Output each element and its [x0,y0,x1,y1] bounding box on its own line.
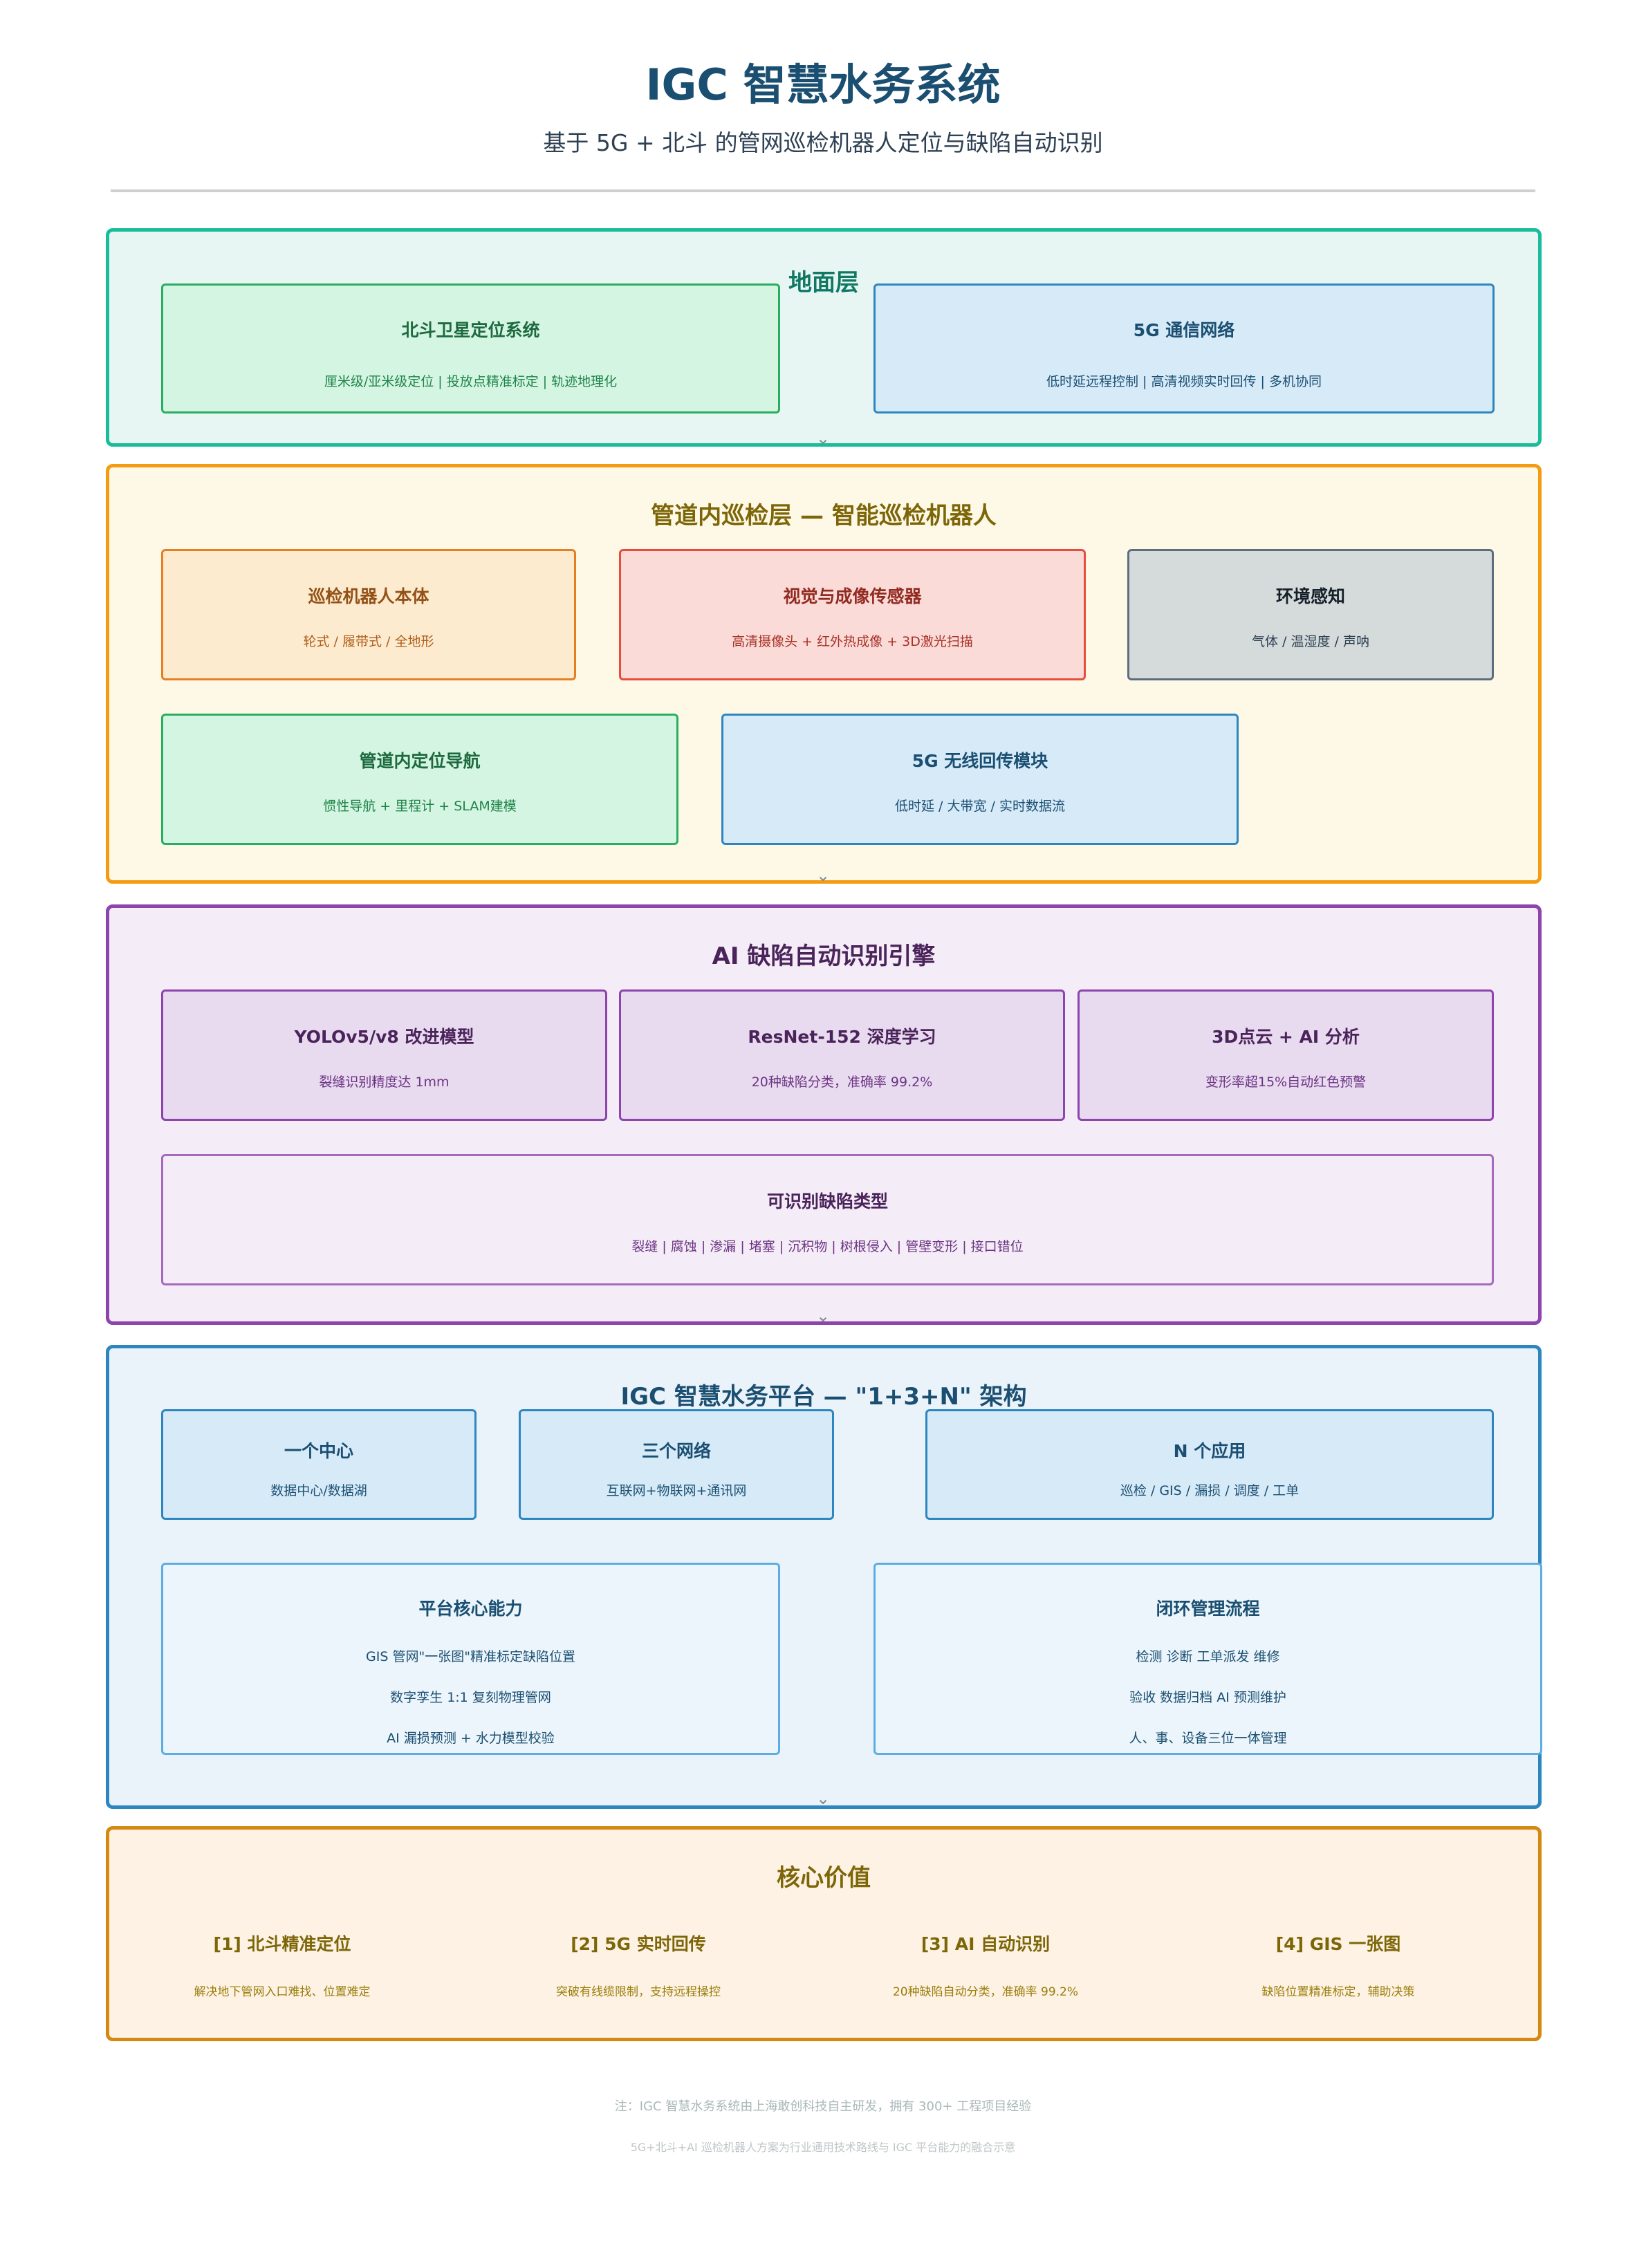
pointcloud-box: 3D点云 + AI 分析 变形率超15%自动红色预警 [1078,989,1494,1121]
core-capability-box: 平台核心能力 GIS 管网"一张图"精准标定缺陷位置 数字孪生 1:1 复刻物理… [161,1563,780,1755]
pipe-navigation-box: 管道内定位导航 惯性导航 + 里程计 + SLAM建模 [161,714,678,845]
closed-loop-title: 闭环管理流程 [1156,1599,1260,1619]
resnet-desc: 20种缺陷分类，准确率 99.2% [751,1075,933,1090]
yolo-model-desc: 裂缝识别精度达 1mm [319,1075,450,1090]
n-apps-title: N 个应用 [1173,1441,1246,1461]
closed-loop-box: 闭环管理流程 检测 诊断 工单派发 维修 验收 数据归档 AI 预测维护 人、事… [873,1563,1542,1755]
data-center-box: 一个中心 数据中心/数据湖 [161,1409,477,1520]
g5-network-title: 5G 通信网络 [1133,320,1235,340]
pipe-layer: 管道内巡检层 — 智能巡检机器人 巡检机器人本体 轮式 / 履带式 / 全地形 … [106,464,1542,884]
robot-body-desc: 轮式 / 履带式 / 全地形 [303,634,434,649]
n-apps-box: N 个应用 巡检 / GIS / 漏损 / 调度 / 工单 [925,1409,1494,1520]
ai-layer: AI 缺陷自动识别引擎 YOLOv5/v8 改进模型 裂缝识别精度达 1mm R… [106,904,1542,1325]
value-item-title: [4] GIS 一张图 [1275,1934,1401,1954]
yolo-model-title: YOLOv5/v8 改进模型 [294,1027,474,1047]
wireless-module-desc: 低时延 / 大带宽 / 实时数据流 [895,799,1065,814]
chevron-down-icon: ⌄ [815,429,831,448]
value-item-desc: 20种缺陷自动分类，准确率 99.2% [892,1985,1079,1999]
vision-sensor-title: 视觉与成像传感器 [783,586,922,606]
wireless-module-box: 5G 无线回传模块 低时延 / 大带宽 / 实时数据流 [721,714,1239,845]
pointcloud-desc: 变形率超15%自动红色预警 [1205,1075,1367,1090]
environment-sensing-title: 环境感知 [1275,586,1345,606]
three-networks-desc: 互联网+物联网+通讯网 [606,1483,747,1498]
pipe-layer-title: 管道内巡检层 — 智能巡检机器人 [651,502,997,530]
robot-body-box: 巡检机器人本体 轮式 / 履带式 / 全地形 [161,549,576,680]
beidou-title: 北斗卫星定位系统 [401,320,540,340]
robot-body-title: 巡检机器人本体 [308,586,429,606]
page-subtitle: 基于 5G + 北斗 的管网巡检机器人定位与缺陷自动识别 [543,129,1103,156]
three-networks-box: 三个网络 互联网+物联网+通讯网 [519,1409,834,1520]
core-capability-line: GIS 管网"一张图"精准标定缺陷位置 [366,1649,575,1664]
value-layer: 核心价值 [1] 北斗精准定位 解决地下管网入口难找、位置难定 [2] 5G 实… [106,1826,1542,2041]
pointcloud-title: 3D点云 + AI 分析 [1212,1027,1360,1047]
ground-layer-title: 地面层 [788,269,859,297]
closed-loop-line: 检测 诊断 工单派发 维修 [1136,1649,1280,1664]
chevron-down-icon: ⌄ [815,1306,831,1326]
core-capability-line: 数字孪生 1:1 复刻物理管网 [390,1690,551,1705]
defect-types-desc: 裂缝 | 腐蚀 | 渗漏 | 堵塞 | 沉积物 | 树根侵入 | 管壁变形 | … [631,1239,1024,1254]
yolo-model-box: YOLOv5/v8 改进模型 裂缝识别精度达 1mm [161,989,607,1121]
resnet-box: ResNet-152 深度学习 20种缺陷分类，准确率 99.2% [619,989,1065,1121]
value-layer-title: 核心价值 [777,1864,871,1892]
value-item-desc: 解决地下管网入口难找、位置难定 [194,1985,371,1999]
value-item-title: [2] 5G 实时回传 [571,1934,706,1954]
page-title: IGC 智慧水务系统 [645,59,1001,110]
data-center-title: 一个中心 [284,1441,353,1461]
g5-network-box: 5G 通信网络 低时延远程控制 | 高清视频实时回传 | 多机协同 [873,284,1495,413]
core-capability-title: 平台核心能力 [418,1599,523,1619]
ai-layer-title: AI 缺陷自动识别引擎 [712,942,936,970]
footnote: 5G+北斗+AI 巡检机器人方案为行业通用技术路线与 IGC 平台能力的融合示意 [630,2141,1016,2154]
data-center-desc: 数据中心/数据湖 [270,1483,367,1498]
value-item-desc: 缺陷位置精准标定，辅助决策 [1261,1985,1415,1999]
platform-layer: IGC 智慧水务平台 — "1+3+N" 架构 一个中心 数据中心/数据湖 三个… [106,1345,1542,1809]
beidou-box: 北斗卫星定位系统 厘米级/亚米级定位 | 投放点精准标定 | 轨迹地理化 [161,284,780,413]
value-item-title: [3] AI 自动识别 [921,1934,1051,1954]
n-apps-desc: 巡检 / GIS / 漏损 / 调度 / 工单 [1120,1483,1300,1498]
g5-network-desc: 低时延远程控制 | 高清视频实时回传 | 多机协同 [1046,374,1322,389]
resnet-title: ResNet-152 深度学习 [748,1027,936,1047]
beidou-desc: 厘米级/亚米级定位 | 投放点精准标定 | 轨迹地理化 [324,374,618,389]
header-divider [111,189,1535,192]
vision-sensor-desc: 高清摄像头 + 红外热成像 + 3D激光扫描 [732,634,973,649]
value-item-title: [1] 北斗精准定位 [213,1934,351,1954]
defect-types-title: 可识别缺陷类型 [766,1191,888,1211]
value-item-desc: 突破有线缆限制，支持远程操控 [556,1985,721,1999]
environment-sensing-desc: 气体 / 温湿度 / 声呐 [1252,634,1369,649]
defect-types-box: 可识别缺陷类型 裂缝 | 腐蚀 | 渗漏 | 堵塞 | 沉积物 | 树根侵入 |… [161,1154,1494,1285]
ground-layer: 地面层 北斗卫星定位系统 厘米级/亚米级定位 | 投放点精准标定 | 轨迹地理化… [106,228,1542,447]
vision-sensor-box: 视觉与成像传感器 高清摄像头 + 红外热成像 + 3D激光扫描 [619,549,1086,680]
core-capability-line: AI 漏损预测 + 水力模型校验 [387,1731,555,1746]
closed-loop-line: 人、事、设备三位一体管理 [1129,1731,1287,1746]
wireless-module-title: 5G 无线回传模块 [912,751,1048,771]
closed-loop-line: 验收 数据归档 AI 预测维护 [1129,1690,1286,1705]
environment-sensing-box: 环境感知 气体 / 温湿度 / 声呐 [1127,549,1494,680]
chevron-down-icon: ⌄ [815,1789,831,1808]
three-networks-title: 三个网络 [641,1441,711,1461]
pipe-navigation-title: 管道内定位导航 [359,751,481,771]
chevron-down-icon: ⌄ [815,866,831,885]
footnote: 注：IGC 智慧水务系统由上海敢创科技自主研发，拥有 300+ 工程项目经验 [614,2099,1032,2114]
pipe-navigation-desc: 惯性导航 + 里程计 + SLAM建模 [323,799,517,814]
platform-layer-title: IGC 智慧水务平台 — "1+3+N" 架构 [620,1383,1027,1411]
